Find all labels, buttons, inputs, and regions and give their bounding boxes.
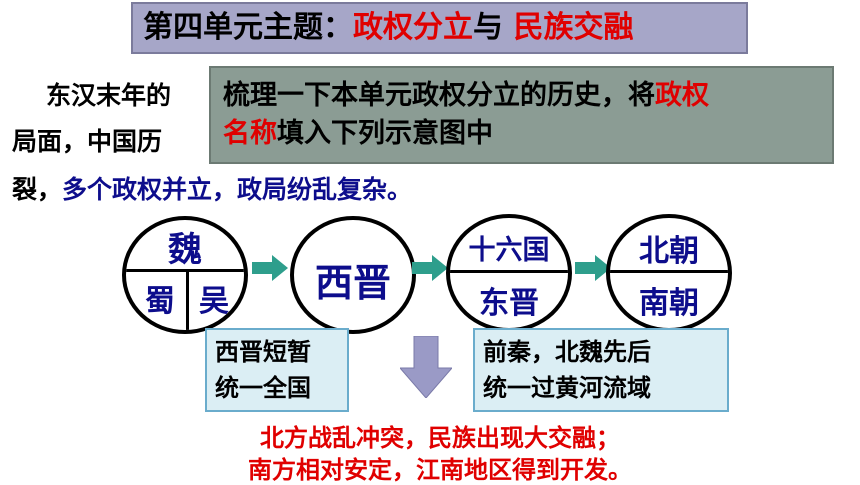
overlay-line-1: 梳理一下本单元政权分立的历史，将政权	[223, 77, 820, 115]
circle1-wu: 吴	[199, 284, 229, 319]
body-line-2: 局面，中国历	[12, 127, 163, 156]
body-line-1: 东汉末年的	[46, 81, 172, 110]
info-box-western-jin: 西晋短暂 统一全国	[205, 328, 349, 412]
info-right-line-2: 统一过黄河流域	[483, 374, 651, 402]
overlay-text-1: 梳理一下本单元政权分立的历史，将	[223, 80, 655, 111]
circle2-xijin: 西晋	[314, 261, 391, 305]
circle3-dongjin: 东晋	[479, 286, 539, 321]
title-part2: 民族交融	[513, 10, 634, 45]
circle-western-jin: 西晋	[290, 216, 416, 334]
body-line-3: 裂，多个政权并立，政局纷乱复杂。	[12, 170, 412, 206]
circle1-hdivider	[126, 269, 244, 272]
circle1-vdivider	[186, 270, 189, 330]
unit-title-banner: 第四单元主题：政权分立与 民族交融	[131, 2, 748, 54]
conclusion-south: 南方相对安定，江南地区得到开发。	[248, 456, 632, 484]
title-mid: 与	[473, 10, 514, 45]
info-left-line-2: 统一全国	[215, 374, 311, 402]
info-box-unification: 前秦，北魏先后 统一过黄河流域	[473, 328, 729, 412]
circle4-hdivider	[610, 270, 728, 273]
overlay-red-1: 政权	[655, 80, 709, 111]
title-part1: 政权分立	[353, 10, 473, 45]
circle4-beichao: 北朝	[639, 234, 699, 269]
title-prefix: 第四单元主题：	[143, 10, 353, 45]
right-arrow-icon-2	[412, 255, 448, 281]
info-left-line-1: 西晋短暂	[215, 338, 311, 366]
circle1-shu: 蜀	[145, 284, 175, 319]
right-arrow-icon-1	[252, 255, 288, 281]
circle-three-kingdoms: 魏 蜀 吴	[122, 216, 248, 334]
circle1-wei: 魏	[168, 230, 202, 270]
task-overlay-box: 梳理一下本单元政权分立的历史，将政权 名称填入下列示意图中	[209, 66, 834, 164]
body-line-3-blue: 多个政权并立，政局纷乱复杂。	[62, 175, 413, 204]
overlay-line-2: 名称填入下列示意图中	[223, 115, 820, 153]
circle3-shiliuguo: 十六国	[468, 235, 550, 266]
circle4-nanchao: 南朝	[639, 286, 699, 321]
circle-north-south-dynasties: 北朝 南朝	[606, 214, 732, 332]
down-arrow-icon	[400, 336, 452, 398]
overlay-red-2: 名称	[223, 118, 277, 149]
body-line-3-start: 裂，	[12, 175, 63, 204]
info-right-line-1: 前秦，北魏先后	[483, 338, 651, 366]
circle-sixteen-kingdoms: 十六国 东晋	[446, 214, 572, 332]
overlay-text-2: 填入下列示意图中	[277, 118, 493, 149]
conclusion-north: 北方战乱冲突，民族出现大交融；	[260, 424, 620, 452]
right-arrow-icon-3	[575, 255, 611, 281]
circle3-hdivider	[450, 270, 568, 273]
